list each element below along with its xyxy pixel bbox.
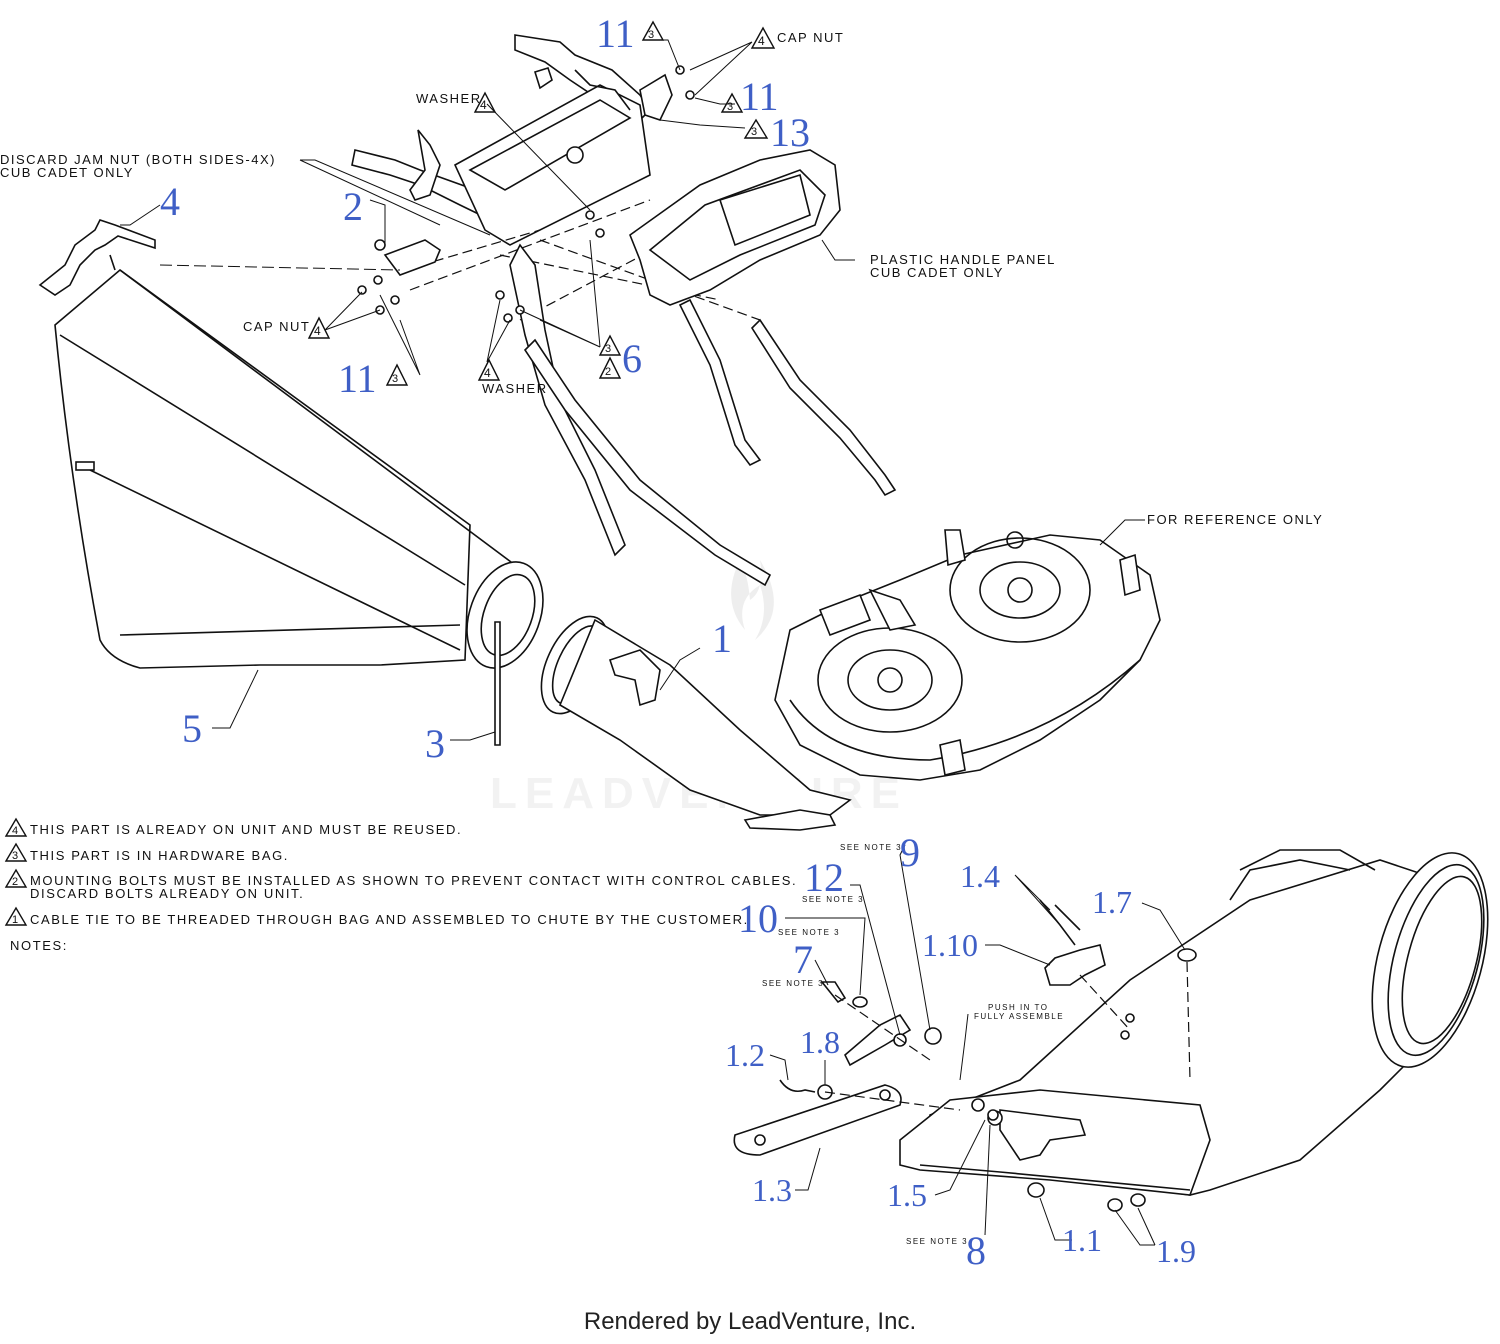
triangle-marker: 2 bbox=[598, 356, 622, 379]
callout-12: 12 bbox=[804, 855, 844, 900]
label-see-note: SEE NOTE 3 bbox=[840, 843, 902, 852]
callout-numbers: 11 11 13 4 2 11 6 1 5 3 9 12 10 7 1.4 1.… bbox=[160, 11, 1196, 1273]
callout-1-7: 1.7 bbox=[1092, 884, 1132, 920]
callout-1-1: 1.1 bbox=[1062, 1222, 1102, 1258]
svg-text:2: 2 bbox=[605, 366, 611, 378]
label-fully-assemble: FULLY ASSEMBLE bbox=[974, 1012, 1064, 1021]
svg-text:3: 3 bbox=[648, 29, 654, 41]
label-see-note: SEE NOTE 3 bbox=[802, 895, 864, 904]
callout-2: 2 bbox=[343, 184, 363, 229]
label-washer: WASHER bbox=[416, 91, 482, 106]
label-cap-nut: CAP NUT bbox=[777, 30, 844, 45]
callout-1-8: 1.8 bbox=[800, 1024, 840, 1060]
svg-text:4: 4 bbox=[758, 34, 765, 48]
callout-1-5: 1.5 bbox=[887, 1177, 927, 1213]
callout-10: 10 bbox=[738, 896, 778, 941]
svg-text:DISCARD BOLTS ALREADY ON UNIT.: DISCARD BOLTS ALREADY ON UNIT. bbox=[30, 886, 304, 901]
callout-1-9: 1.9 bbox=[1156, 1233, 1196, 1269]
notes-block: 4 THIS PART IS ALREADY ON UNIT AND MUST … bbox=[4, 817, 797, 953]
svg-text:THIS PART IS ALREADY ON UNIT A: THIS PART IS ALREADY ON UNIT AND MUST BE… bbox=[30, 822, 462, 837]
callout-7: 7 bbox=[793, 937, 813, 982]
note-item: 3 THIS PART IS IN HARDWARE BAG. bbox=[4, 842, 289, 863]
triangle-marker: 3 bbox=[385, 363, 409, 386]
note-item: 4 THIS PART IS ALREADY ON UNIT AND MUST … bbox=[4, 817, 462, 837]
grass-bag-part-5 bbox=[54, 268, 544, 669]
handle-assembly-drawing bbox=[351, 34, 897, 587]
triangle-marker: 4 bbox=[473, 91, 497, 113]
callout-6: 6 bbox=[622, 336, 642, 381]
svg-text:THIS PART IS IN HARDWARE BAG.: THIS PART IS IN HARDWARE BAG. bbox=[30, 848, 289, 863]
svg-text:3: 3 bbox=[605, 343, 611, 355]
note-item: 1 CABLE TIE TO BE THREADED THROUGH BAG A… bbox=[4, 906, 749, 927]
callout-3: 3 bbox=[425, 721, 445, 766]
callout-5: 5 bbox=[182, 706, 202, 751]
label-cap-nut: CAP NUT bbox=[243, 319, 310, 334]
mower-deck-reference bbox=[774, 529, 1161, 781]
callout-11: 11 bbox=[740, 74, 779, 119]
svg-text:2: 2 bbox=[12, 876, 18, 888]
svg-text:4: 4 bbox=[314, 324, 321, 338]
svg-text:3: 3 bbox=[727, 101, 733, 113]
triangle-marker: 4 bbox=[307, 316, 331, 339]
callout-1-2: 1.2 bbox=[725, 1037, 765, 1073]
callout-11: 11 bbox=[596, 11, 635, 56]
callout-11: 11 bbox=[338, 356, 377, 401]
triangle-marker: 3 bbox=[720, 92, 744, 113]
triangle-marker: 3 bbox=[598, 334, 622, 356]
cable-tie-part-3 bbox=[494, 621, 501, 746]
label-see-note: SEE NOTE 3 bbox=[762, 979, 824, 988]
text-labels: CAP NUT WASHER DISCARD JAM NUT (BOTH SID… bbox=[0, 30, 1323, 1246]
svg-text:MOUNTING BOLTS MUST BE INSTALL: MOUNTING BOLTS MUST BE INSTALLED AS SHOW… bbox=[30, 873, 797, 888]
label-see-note: SEE NOTE 3 bbox=[778, 928, 840, 937]
svg-text:4: 4 bbox=[484, 366, 491, 380]
label-see-note: SEE NOTE 3 bbox=[906, 1237, 968, 1246]
triangle-marker: 3 bbox=[641, 20, 665, 41]
footer-credit: Rendered by LeadVenture, Inc. bbox=[583, 1308, 917, 1335]
svg-text:CABLE TIE TO BE THREADED THROU: CABLE TIE TO BE THREADED THROUGH BAG AND… bbox=[30, 912, 749, 927]
callout-4: 4 bbox=[160, 179, 180, 224]
label-plastic-handle-panel: PLASTIC HANDLE PANEL bbox=[870, 252, 1056, 267]
callout-13: 13 bbox=[770, 110, 810, 155]
triangle-marker: 4 bbox=[750, 26, 776, 49]
svg-text:3: 3 bbox=[392, 373, 398, 385]
callout-1: 1 bbox=[712, 616, 732, 661]
label-push-in: PUSH IN TO bbox=[988, 1003, 1049, 1012]
callout-1-4: 1.4 bbox=[960, 858, 1000, 894]
label-washer: WASHER bbox=[482, 381, 548, 396]
triangle-marker: 4 bbox=[477, 358, 501, 381]
label-for-reference-only: FOR REFERENCE ONLY bbox=[1147, 512, 1323, 527]
callout-9: 9 bbox=[900, 830, 920, 875]
notes-title: NOTES: bbox=[10, 938, 68, 953]
leader-lines bbox=[120, 39, 1186, 1246]
note-triangles: 3 4 3 3 4 4 3 4 3 2 bbox=[307, 20, 776, 386]
triangle-marker: 3 bbox=[743, 118, 769, 139]
label-discard-jam-nut: DISCARD JAM NUT (BOTH SIDES-4X) bbox=[0, 152, 276, 167]
chute-detail-assembly bbox=[733, 849, 1489, 1212]
svg-text:3: 3 bbox=[751, 126, 757, 138]
svg-text:4: 4 bbox=[12, 825, 18, 837]
bag-frame-part-4 bbox=[38, 219, 156, 296]
svg-text:3: 3 bbox=[12, 850, 18, 862]
callout-1-10: 1.10 bbox=[922, 927, 978, 963]
note-item: 2 MOUNTING BOLTS MUST BE INSTALLED AS SH… bbox=[4, 868, 797, 901]
callout-8: 8 bbox=[966, 1228, 986, 1273]
svg-text:1: 1 bbox=[12, 914, 18, 926]
label-cub-cadet-only: CUB CADET ONLY bbox=[870, 265, 1004, 280]
svg-text:4: 4 bbox=[480, 98, 487, 112]
callout-1-3: 1.3 bbox=[752, 1172, 792, 1208]
label-cub-cadet-only: CUB CADET ONLY bbox=[0, 165, 134, 180]
chute-part-1 bbox=[540, 615, 852, 831]
